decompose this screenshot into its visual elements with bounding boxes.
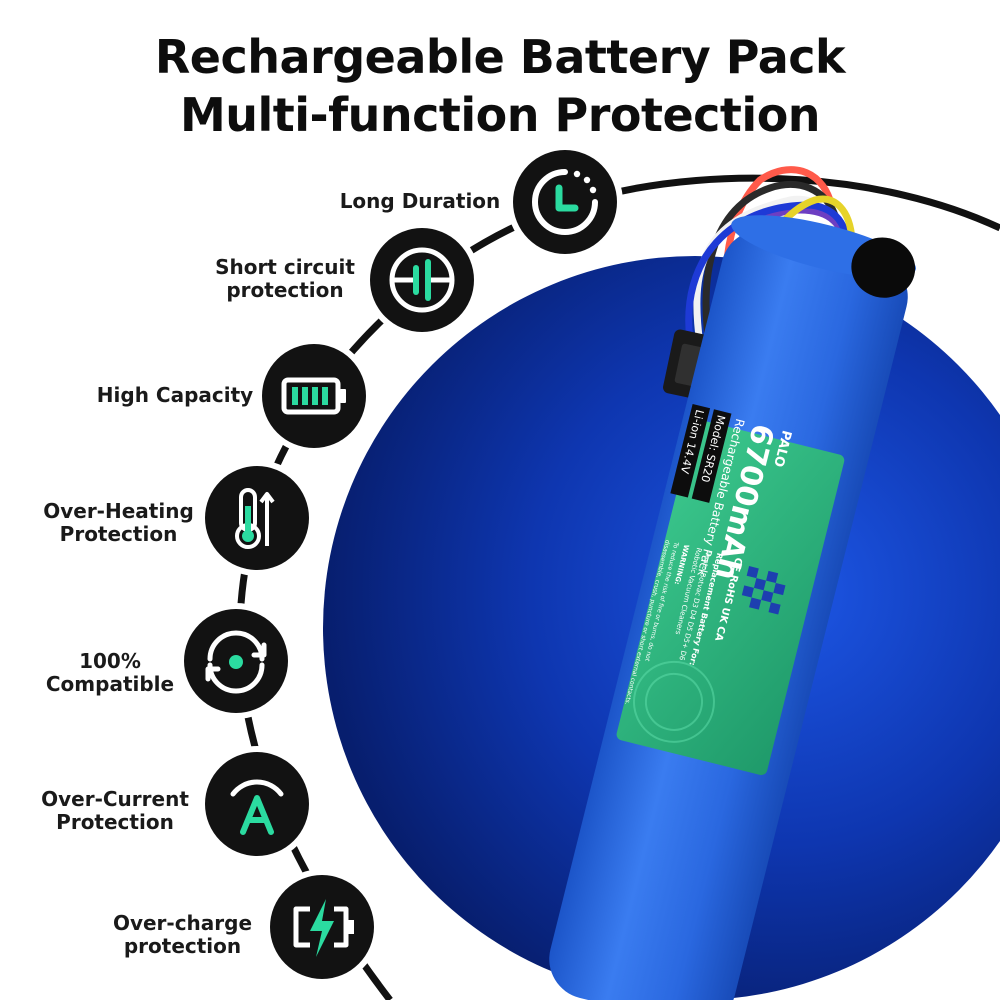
feature-icon-over-heating xyxy=(205,466,309,570)
battery-label xyxy=(616,419,845,776)
feature-label-text: protection xyxy=(123,934,242,958)
feature-label-text: High Capacity xyxy=(96,383,254,407)
feature-icon-short-circuit xyxy=(370,228,474,332)
thermometer-icon xyxy=(235,488,275,549)
feature-label-text: protection xyxy=(226,278,344,302)
feature-label-text: 100% xyxy=(79,649,141,673)
feature-icon-compatible xyxy=(184,609,288,713)
feature-label-short-circuit: Short circuit protection xyxy=(205,256,365,302)
feature-label-text: Over-Heating xyxy=(43,499,194,523)
feature-label-over-current: Over-Current Protection xyxy=(30,788,200,834)
feature-label-over-charge: Over-charge protection xyxy=(100,912,265,958)
battery-wires xyxy=(685,166,856,356)
feature-icon-high-capacity xyxy=(262,344,366,448)
feature-label-text: Protection xyxy=(59,522,178,546)
feature-icon-over-current xyxy=(205,752,309,856)
battery-body-group xyxy=(549,215,916,1000)
feature-icon-long-duration xyxy=(513,150,617,254)
page-title-line2: Multi-function Protection xyxy=(179,88,821,142)
ampere-icon xyxy=(230,779,284,835)
feature-label-text: Compatible xyxy=(45,672,175,696)
feature-label-text: Protection xyxy=(56,810,174,834)
charging-bolt-icon xyxy=(293,899,354,957)
compatible-dial-icon xyxy=(205,630,267,694)
feature-label-high-capacity: High Capacity xyxy=(90,384,260,407)
feature-label-text: Short circuit xyxy=(215,255,355,279)
feature-icon-over-charge xyxy=(270,875,374,979)
feature-label-text: Over-Current xyxy=(41,787,189,811)
battery-full-icon xyxy=(281,377,346,415)
circuit-icon xyxy=(389,247,455,313)
battery-end-hole xyxy=(851,237,916,298)
feature-label-text: Long Duration xyxy=(339,189,501,213)
checker-pattern xyxy=(741,566,786,615)
feature-label-over-heating: Over-Heating Protection xyxy=(36,500,201,546)
feature-label-compatible: 100% Compatible xyxy=(35,650,185,696)
feature-label-text: Over-charge xyxy=(112,911,253,935)
page-title-line1: Rechargeable Battery Pack xyxy=(154,30,846,84)
feature-label-long-duration: Long Duration xyxy=(330,190,510,213)
clock-icon xyxy=(532,169,598,235)
